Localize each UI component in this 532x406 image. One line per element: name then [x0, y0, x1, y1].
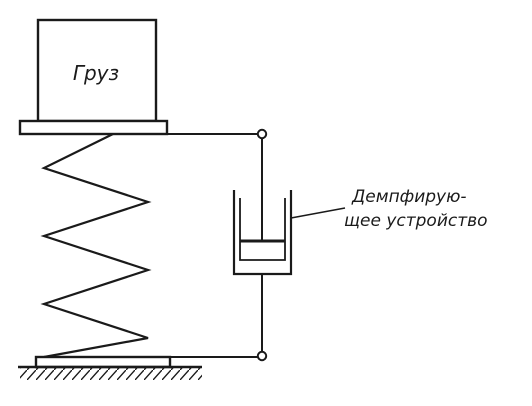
damper-cylinder-inner	[239, 198, 286, 261]
top-plate	[18, 119, 169, 136]
load-label: Груз	[73, 61, 119, 85]
top-joint	[256, 128, 268, 140]
damper-leader-line	[290, 207, 346, 219]
ground-hatching	[20, 368, 202, 380]
damper-label-line1: Демпфирую-	[351, 187, 467, 207]
bottom-joint	[256, 350, 268, 362]
spring	[40, 133, 152, 359]
bottom-plate	[34, 355, 172, 369]
damper-label-line2: щее устройство	[344, 211, 488, 231]
